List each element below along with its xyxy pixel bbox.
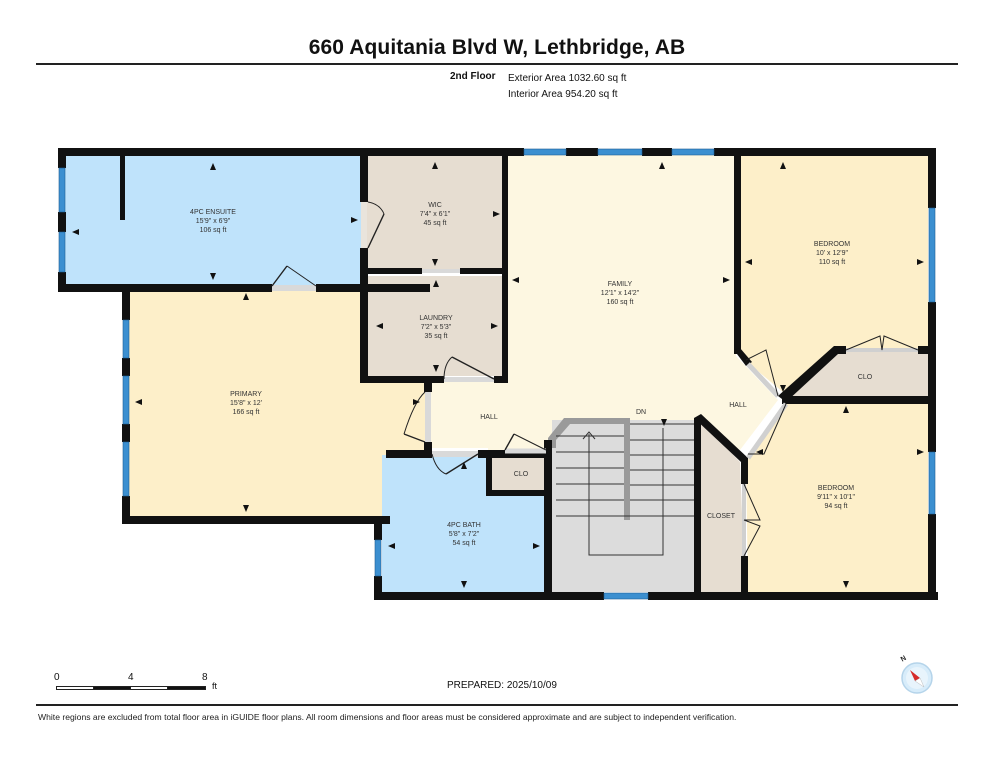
door bbox=[403, 433, 426, 443]
walls bbox=[58, 148, 938, 600]
door bbox=[745, 349, 779, 397]
hall-left-label: HALL bbox=[480, 414, 498, 421]
scale-tick-4: 4 bbox=[128, 672, 134, 683]
window bbox=[122, 319, 130, 359]
stairs-dn-label: DN bbox=[636, 409, 646, 416]
bedroom1-dims: 10' x 12'9" bbox=[816, 250, 849, 257]
wic-area: 45 sq ft bbox=[424, 220, 447, 227]
staircase bbox=[548, 418, 695, 556]
compass-north-label: N bbox=[900, 655, 908, 664]
bedroom1-area: 110 sq ft bbox=[819, 259, 845, 266]
room-wic[interactable] bbox=[366, 154, 505, 272]
ensuite-name: 4PC ENSUITE bbox=[190, 209, 236, 216]
ensuite-dims: 15'9" x 6'9" bbox=[196, 218, 231, 225]
window bbox=[671, 148, 715, 156]
window bbox=[374, 539, 382, 577]
window bbox=[58, 231, 66, 273]
bedroom1-name: BEDROOM bbox=[814, 241, 850, 248]
bath-dims: 5'8" x 7'2" bbox=[449, 531, 480, 538]
room-primary[interactable] bbox=[128, 290, 428, 518]
door bbox=[445, 453, 479, 475]
scale-segment bbox=[93, 686, 131, 690]
bedroom2-area: 94 sq ft bbox=[825, 503, 848, 510]
compass-icon: N bbox=[900, 655, 933, 694]
window bbox=[603, 592, 649, 600]
scale-segment bbox=[167, 686, 206, 690]
hall-right-label: HALL bbox=[729, 402, 747, 409]
primary-area: 166 sq ft bbox=[233, 409, 260, 416]
interior-area: Interior Area 954.20 sq ft bbox=[508, 89, 618, 100]
room-labels: 4PC ENSUITE 15'9" x 6'9" 106 sq ft WIC 7… bbox=[190, 202, 873, 547]
room-fills bbox=[64, 154, 928, 593]
door bbox=[845, 335, 919, 351]
disclaimer: White regions are excluded from total fl… bbox=[38, 712, 737, 722]
room-ensuite[interactable] bbox=[64, 154, 362, 286]
wic-name: WIC bbox=[428, 202, 442, 209]
bedroom2-dims: 9'11" x 10'1" bbox=[817, 494, 855, 501]
wic-dims: 7'4" x 6'1" bbox=[420, 211, 451, 218]
footer-divider bbox=[36, 704, 958, 706]
family-area: 160 sq ft bbox=[607, 299, 634, 306]
exterior-area: Exterior Area 1032.60 sq ft bbox=[508, 73, 627, 84]
door bbox=[367, 213, 385, 249]
window bbox=[58, 167, 66, 213]
bedroom2-name: BEDROOM bbox=[818, 485, 854, 492]
bath-area: 54 sq ft bbox=[453, 540, 476, 547]
laundry-area: 35 sq ft bbox=[425, 333, 448, 340]
doors bbox=[271, 201, 919, 557]
window bbox=[597, 148, 643, 156]
room-family[interactable] bbox=[428, 154, 778, 452]
window bbox=[122, 441, 130, 497]
family-dims: 12'1" x 14'2" bbox=[601, 290, 640, 297]
closet-label: CLOSET bbox=[707, 513, 736, 520]
scale-tick-0: 0 bbox=[54, 672, 60, 683]
scale-segment bbox=[56, 686, 94, 690]
door bbox=[451, 356, 495, 380]
scale-segment bbox=[130, 686, 168, 690]
scale-tick-8: 8 bbox=[202, 672, 208, 683]
room-bedroom-2[interactable] bbox=[746, 404, 928, 592]
room-laundry[interactable] bbox=[368, 276, 505, 376]
primary-dims: 15'8" x 12' bbox=[230, 400, 262, 407]
laundry-name: LAUNDRY bbox=[419, 315, 453, 322]
room-closet[interactable] bbox=[700, 420, 745, 592]
page-title: 660 Aquitania Blvd W, Lethbridge, AB bbox=[308, 36, 686, 59]
window bbox=[928, 207, 936, 303]
scale-bar: 0 4 8 ft bbox=[54, 672, 226, 692]
bath-name: 4PC BATH bbox=[447, 522, 481, 529]
door bbox=[271, 265, 288, 287]
room-clo-bath[interactable] bbox=[490, 455, 548, 493]
door bbox=[748, 403, 787, 455]
prepared-date: PREPARED: 2025/10/09 bbox=[447, 680, 557, 691]
ensuite-area: 106 sq ft bbox=[200, 227, 227, 234]
header-divider bbox=[36, 63, 958, 65]
clo-bath-label: CLO bbox=[514, 471, 529, 478]
floor-areas: Exterior Area 1032.60 sq ft Interior Are… bbox=[508, 71, 626, 103]
room-bedroom-1[interactable] bbox=[740, 154, 928, 398]
window bbox=[523, 148, 567, 156]
floor-name: 2nd Floor bbox=[450, 71, 496, 82]
clo-bed1-label: CLO bbox=[858, 374, 873, 381]
family-name: FAMILY bbox=[608, 281, 633, 288]
window bbox=[122, 375, 130, 425]
door bbox=[504, 433, 515, 451]
windows bbox=[58, 148, 936, 600]
laundry-dims: 7'2" x 5'3" bbox=[421, 324, 452, 331]
primary-name: PRIMARY bbox=[230, 391, 262, 398]
door bbox=[743, 483, 761, 557]
window bbox=[928, 451, 936, 515]
dimension-arrows bbox=[72, 162, 924, 588]
scale-unit: ft bbox=[212, 681, 218, 691]
